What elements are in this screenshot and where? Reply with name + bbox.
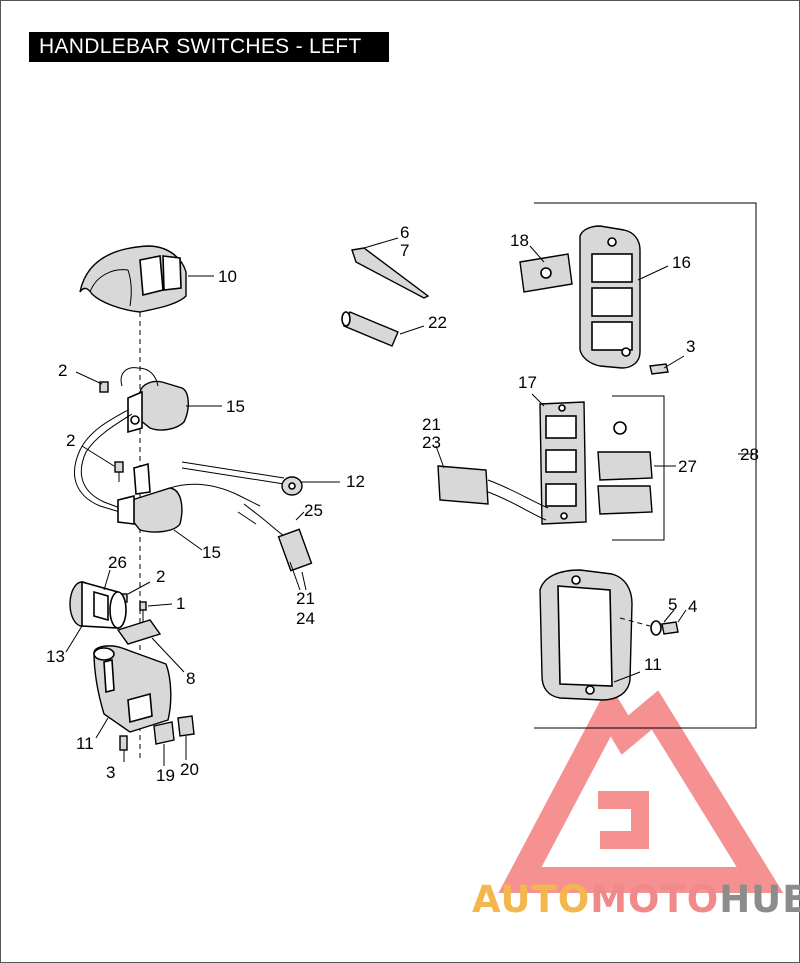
watermark-logo <box>498 683 784 893</box>
callout-17: 17 <box>518 373 537 392</box>
callout-6: 6 <box>400 223 409 242</box>
part-20-button <box>177 715 195 737</box>
part-8-plate <box>116 619 162 645</box>
part-2-screw-b <box>114 461 124 482</box>
callout-4: 4 <box>688 597 697 616</box>
bracket-27 <box>612 395 665 541</box>
callout-15: 15 <box>202 543 221 562</box>
leader-lines <box>65 237 756 766</box>
callout-28: 28 <box>740 445 759 464</box>
part-4-5-screw <box>650 620 679 636</box>
callout-26: 26 <box>108 553 127 572</box>
callout-8: 8 <box>186 669 195 688</box>
watermark-auto: AUTO <box>472 878 590 921</box>
watermark-text: AUTOMOTOHUB <box>472 878 800 921</box>
part-17-module <box>539 401 587 525</box>
callout-13: 13 <box>46 647 65 666</box>
callout-25: 24 <box>296 609 315 628</box>
callout-7: 7 <box>400 241 409 260</box>
part-18-badge <box>519 253 573 293</box>
callout-21-left: 21 <box>296 589 315 608</box>
callout-2-top: 2 <box>58 361 67 380</box>
harness-wire <box>74 409 129 513</box>
callout-18: 18 <box>510 231 529 250</box>
bracket-28 <box>534 202 757 729</box>
callout-27: 27 <box>678 457 697 476</box>
watermark-moto: MOTO <box>590 878 719 921</box>
callout-labels: 10 2 15 2 12 25 15 21 24 26 2 1 13 8 11 … <box>46 223 759 785</box>
part-21-23-connector <box>437 465 549 521</box>
part-24-connector <box>277 528 313 591</box>
watermark-hub: HUB <box>719 878 800 921</box>
callout-1: 1 <box>176 594 185 613</box>
part-26-plunger <box>93 590 109 622</box>
part-27-button-r <box>597 451 653 481</box>
callout-24: 25 <box>304 501 323 520</box>
callout-21-right: 21 <box>422 415 441 434</box>
callout-9: 10 <box>218 267 237 286</box>
callout-3-right: 3 <box>686 337 695 356</box>
callout-10: 11 <box>76 734 94 753</box>
part-2-screw-a <box>99 381 109 393</box>
callout-11: 11 <box>644 655 662 674</box>
callout-5: 5 <box>668 595 677 614</box>
part-3-screw-right <box>649 363 669 375</box>
callout-3-left: 3 <box>106 763 115 782</box>
harness-wire-2 <box>80 413 133 509</box>
part-12-cable <box>181 461 303 496</box>
callout-2-mid: 2 <box>66 431 75 450</box>
part-27-button-arrows <box>597 485 653 515</box>
part-10-lower-housing <box>93 645 172 733</box>
part-22-sleeve <box>341 311 399 347</box>
part-16-cover <box>579 225 641 369</box>
part-14-switch <box>120 367 189 434</box>
page-title: HANDLEBAR SWITCHES - LEFT <box>29 32 389 62</box>
callout-23: 23 <box>422 433 441 452</box>
part-3-screw-lower <box>119 735 128 751</box>
callout-20: 20 <box>180 760 199 779</box>
callout-12: 12 <box>346 472 365 491</box>
part-19-button <box>153 721 175 745</box>
part-9-upper-housing <box>79 245 187 313</box>
part-11-housing <box>539 569 633 701</box>
callout-19: 19 <box>156 766 175 785</box>
part-6-7-tool <box>351 247 430 299</box>
callout-14: 15 <box>226 397 245 416</box>
svg-text:AUTOMOTOHUB: AUTOMOTOHUB <box>472 878 800 921</box>
part-27-small-knob <box>613 421 627 435</box>
callout-16: 16 <box>672 253 691 272</box>
callout-22: 22 <box>428 313 447 332</box>
callout-2-low: 2 <box>156 567 165 586</box>
part-15-switch <box>117 462 261 533</box>
